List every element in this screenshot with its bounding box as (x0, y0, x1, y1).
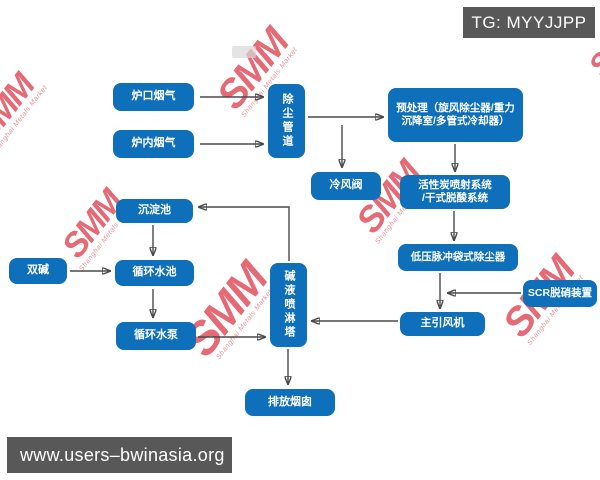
tg-label-badge: TG: MYYJJPP (463, 7, 595, 38)
smm-watermark: SMM Shanghai Metals Market (54, 181, 137, 273)
node-label: 循环水池 (132, 266, 177, 279)
node-circulating-pump: 循环水泵 (116, 322, 196, 350)
arrow-tower-to-sedimentation (199, 207, 290, 261)
node-bag-filter: 低压脉冲袋式除尘器 (398, 244, 518, 271)
smm-watermark-subtext: Shanghai Metals Market (215, 288, 275, 362)
node-label: 炉内烟气 (131, 137, 176, 150)
node-label: 主引风机 (420, 317, 465, 330)
node-sedimentation-pool: 沉淀池 (116, 199, 193, 223)
node-label: 循环水泵 (134, 329, 178, 342)
node-dust-duct: 除尘管道 (268, 84, 305, 158)
node-furnace-mouth-gas: 炉口烟气 (113, 83, 194, 111)
node-main-fan: 主引风机 (400, 312, 485, 336)
node-label: 沉淀池 (138, 204, 171, 217)
node-spray-tower: 碱液喷淋塔 (270, 263, 307, 347)
node-circulating-pool: 循环水池 (115, 260, 194, 286)
smm-watermark-subtext: Shanghai Metals Market (0, 83, 49, 157)
smm-watermark: SMM Shanghai Metals Market (0, 65, 49, 157)
node-label: SCR脱硝装置 (527, 286, 593, 299)
node-label-line2: 沉降室/多管式冷却器） (401, 115, 510, 127)
node-label-line2: /干式脱酸系统 (422, 192, 488, 204)
node-label: 冷风阀 (329, 179, 363, 192)
node-activated-carbon-system: 活性炭喷射系统 /干式脱酸系统 (400, 175, 510, 209)
node-cold-air-valve: 冷风阀 (311, 172, 381, 200)
smm-watermark-text: SMM (0, 67, 42, 150)
node-discharge-stack: 排放烟囱 (245, 389, 335, 416)
smm-watermark-text: SMM (54, 183, 130, 266)
node-dual-alkali: 双碱 (9, 258, 67, 284)
node-label: 炉口烟气 (131, 90, 176, 103)
node-label: 低压脉冲袋式除尘器 (410, 250, 506, 263)
node-scr-denitration: SCR脱硝装置 (523, 280, 597, 307)
url-label-text: www.users–bwinasia.org (20, 444, 225, 465)
node-furnace-inner-gas: 炉内烟气 (113, 130, 194, 158)
node-label-line1: 预处理（旋风除尘器/重力 (396, 101, 515, 114)
node-label: 双碱 (27, 264, 49, 277)
watermark-smudge (232, 46, 256, 58)
node-pretreatment: 预处理（旋风除尘器/重力 沉降室/多管式冷却器） (388, 88, 523, 142)
url-label-badge: www.users–bwinasia.org (7, 437, 232, 473)
node-label-line1: 活性炭喷射系统 (418, 178, 492, 191)
node-label: 碱液喷淋塔 (283, 270, 295, 340)
tg-label-text: TG: MYYJJPP (471, 12, 587, 32)
node-label: 除尘管道 (281, 93, 293, 149)
node-label: 排放烟囱 (268, 395, 312, 408)
